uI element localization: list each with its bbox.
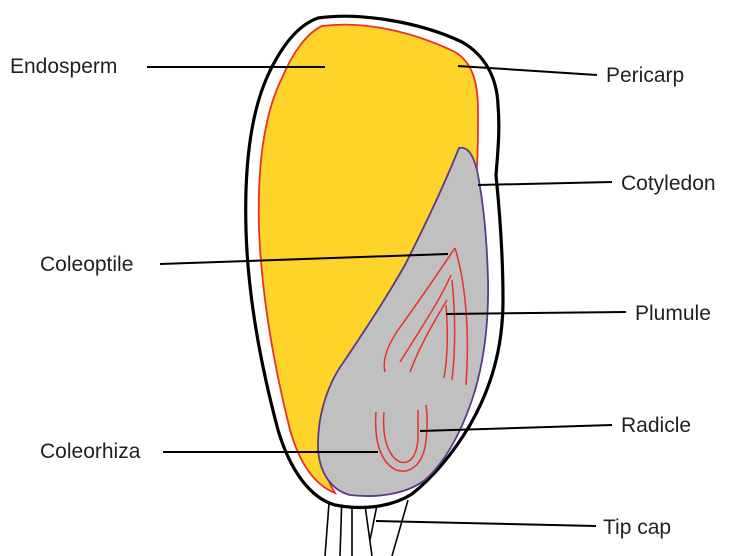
label-endosperm: Endosperm: [10, 55, 117, 78]
label-tip-cap: Tip cap: [603, 516, 671, 539]
label-coleorhiza: Coleorhiza: [40, 440, 141, 463]
label-pericarp: Pericarp: [606, 64, 684, 87]
label-cotyledon: Cotyledon: [621, 172, 716, 195]
label-plumule: Plumule: [635, 302, 711, 325]
label-radicle: Radicle: [621, 414, 691, 437]
leader-tip-cap: [376, 521, 596, 526]
label-coleoptile: Coleoptile: [40, 253, 133, 276]
